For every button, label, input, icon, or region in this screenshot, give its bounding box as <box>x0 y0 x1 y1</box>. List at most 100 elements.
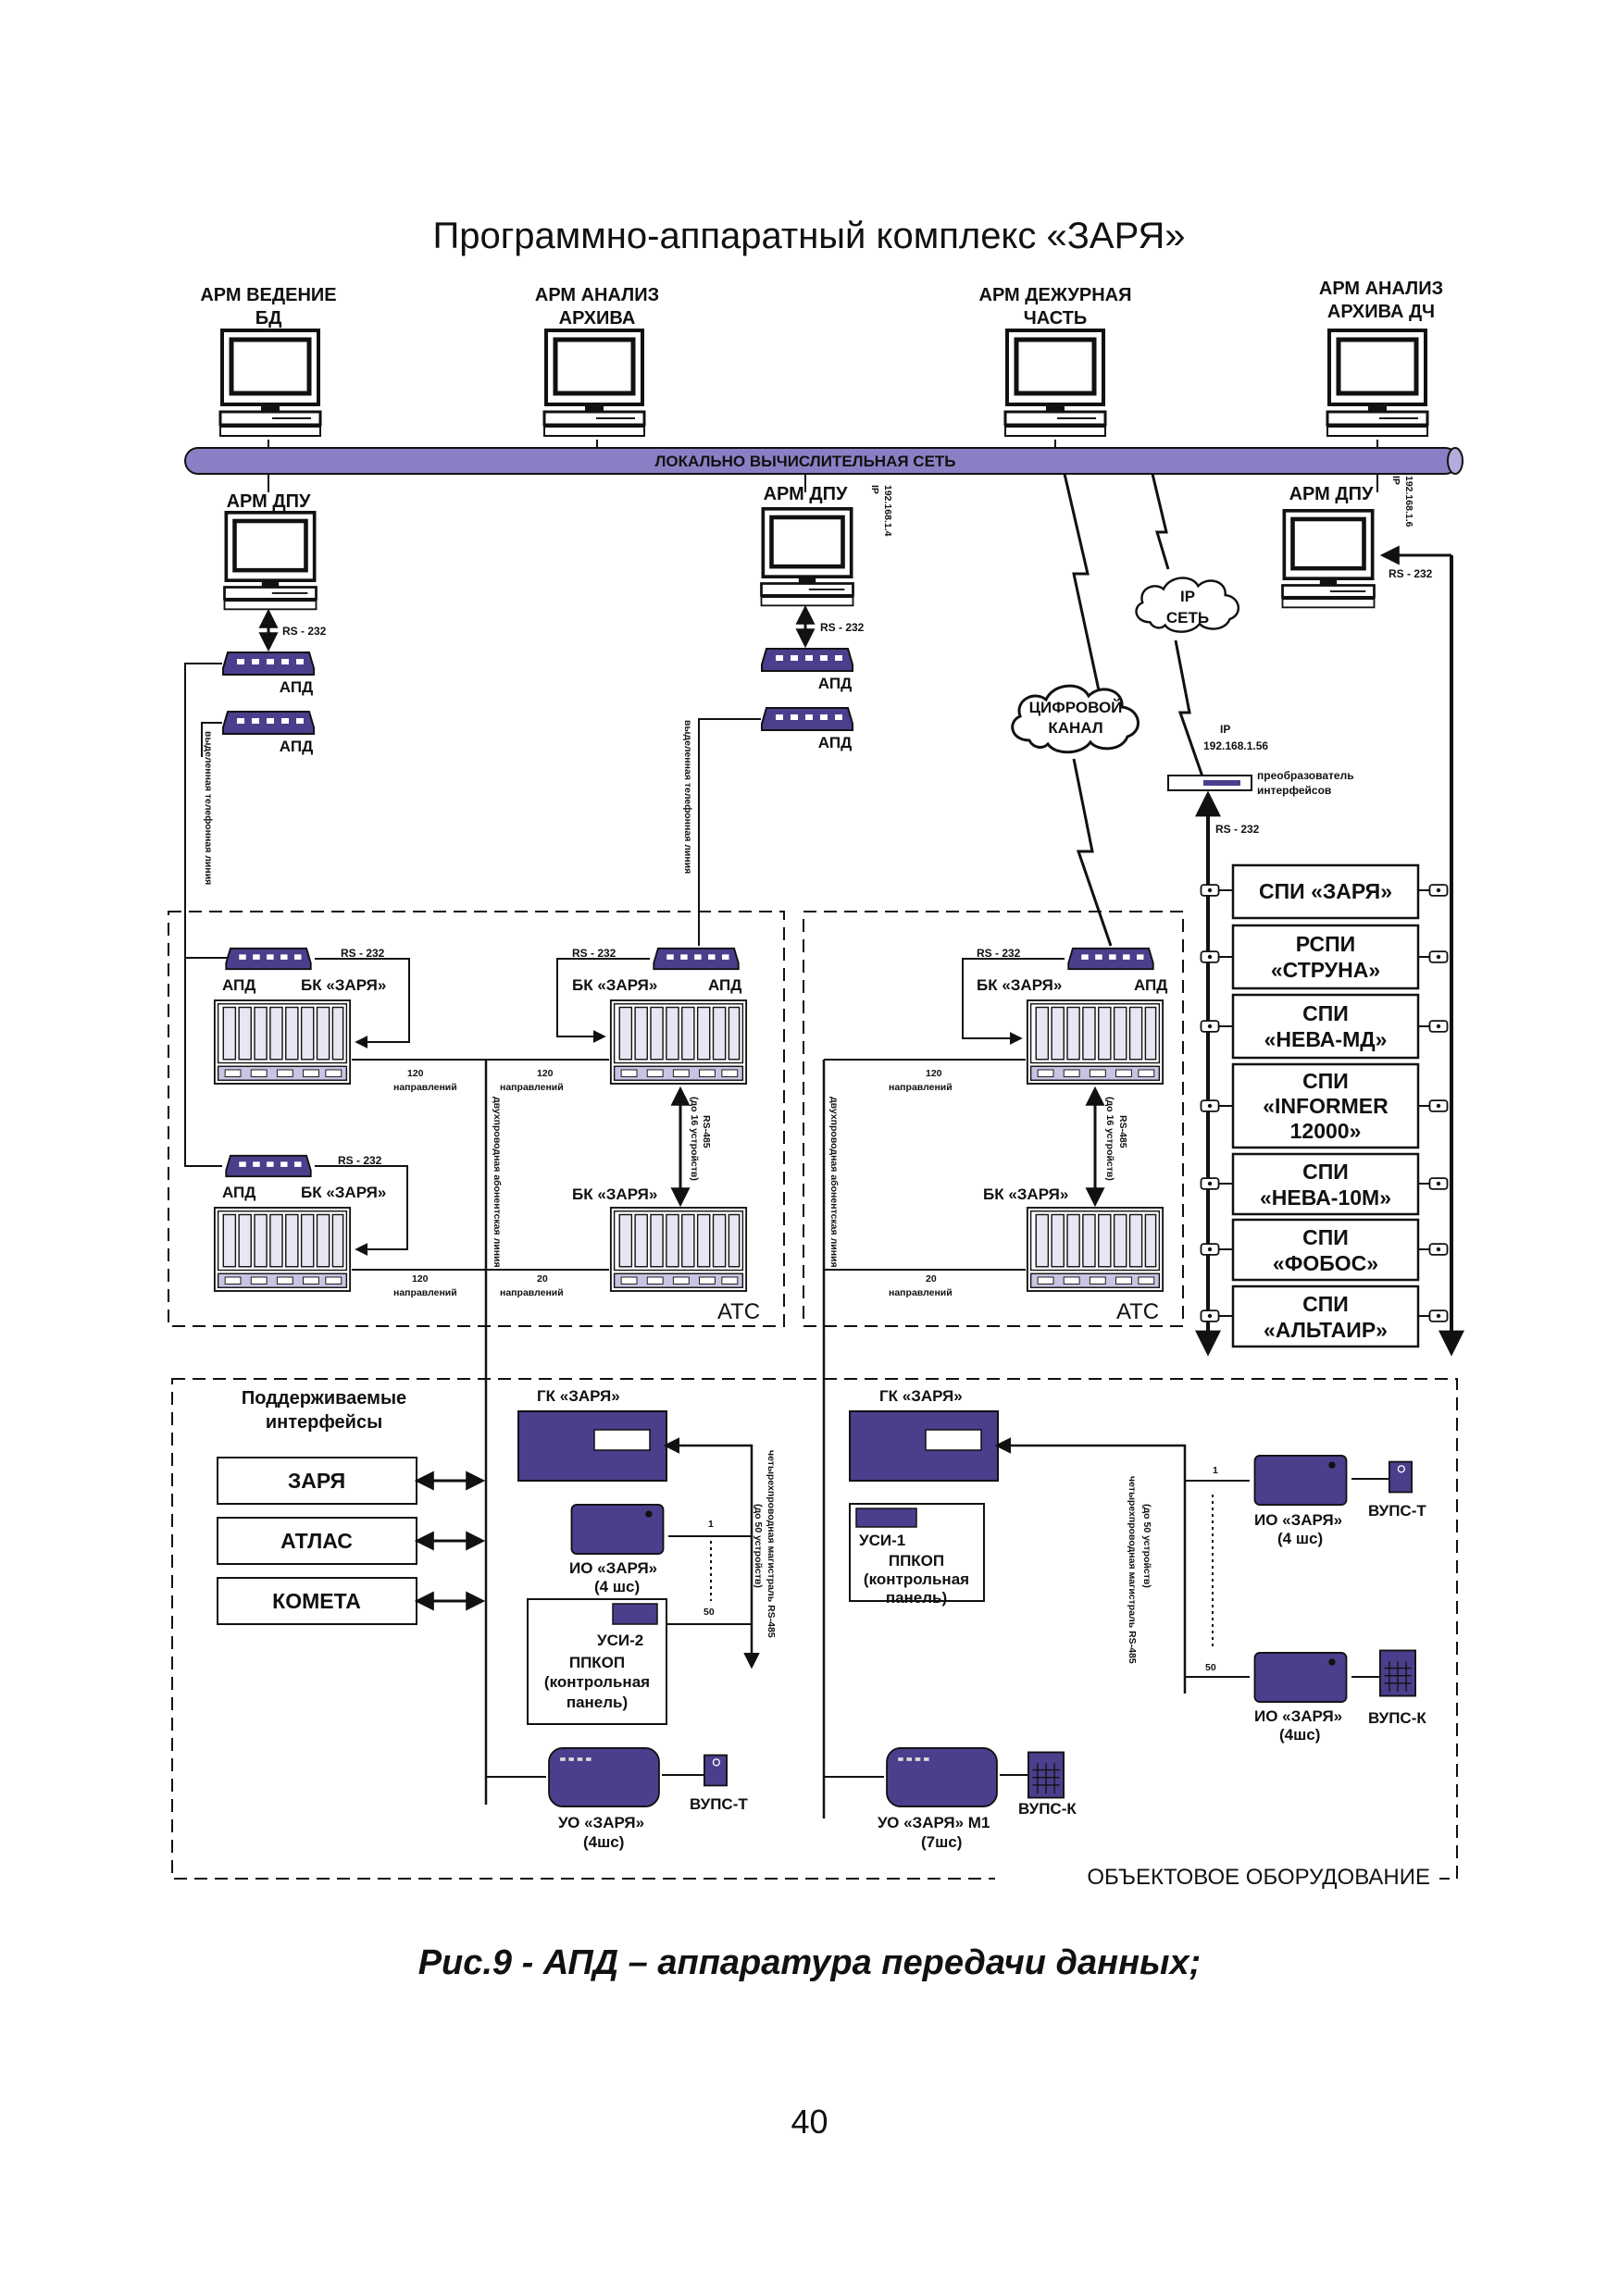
svg-text:СПИ: СПИ <box>1302 1292 1349 1316</box>
svg-text:(4шс): (4шс) <box>583 1833 624 1851</box>
svg-text:КОМЕТА: КОМЕТА <box>272 1589 361 1613</box>
svg-text:(4шс): (4шс) <box>1279 1726 1320 1744</box>
svg-text:АПД: АПД <box>818 675 852 692</box>
ip-network: IP СЕТЬ <box>1135 473 1240 780</box>
svg-text:направлений: направлений <box>393 1287 457 1298</box>
svg-text:RS - 232: RS - 232 <box>572 947 616 960</box>
svg-text:УО «ЗАРЯ» М1: УО «ЗАРЯ» М1 <box>878 1814 990 1831</box>
svg-text:192.168.1.56: 192.168.1.56 <box>1203 739 1268 752</box>
bk-zarya-icon <box>213 999 352 1085</box>
svg-text:АТЛАС: АТЛАС <box>280 1529 353 1553</box>
system-spi-altair: СПИ «АЛЬТАИР» <box>1200 1285 1449 1348</box>
connector-icon <box>1428 950 1449 963</box>
connector-icon <box>1200 1020 1220 1033</box>
connector-icon <box>1428 884 1449 897</box>
connector-icon <box>1428 1020 1449 1033</box>
system-spi-informer: СПИ «INFORMER 12000» <box>1200 1062 1449 1149</box>
svg-text:RS - 232: RS - 232 <box>341 947 385 960</box>
connector-icon <box>1200 1099 1220 1112</box>
svg-text:направлений: направлений <box>889 1082 953 1093</box>
connector-icon <box>1428 1099 1449 1112</box>
svg-text:RS - 232: RS - 232 <box>977 947 1021 960</box>
svg-text:ВУПС-К: ВУПС-К <box>1368 1709 1426 1727</box>
arm-archive-workstation: АРМ АНАЛИЗ АРХИВА <box>535 285 659 436</box>
interface-atlas: АТЛАС <box>217 1517 486 1565</box>
svg-text:(до 16 устройств): (до 16 устройств) <box>689 1097 700 1181</box>
bk-zarya-icon <box>609 999 748 1085</box>
arm-dpu-1: АРМ ДПУ <box>225 491 317 609</box>
svg-text:ВУПС-К: ВУПС-К <box>1018 1800 1077 1818</box>
system-spi-neva-md: СПИ «НЕВА-МД» <box>1200 993 1449 1060</box>
svg-text:АПД: АПД <box>818 734 852 751</box>
left-apd-group: RS - 232 АПД АПД выделенная телефонная л… <box>184 608 327 1167</box>
svg-text:АТС: АТС <box>717 1299 760 1324</box>
system-rspi-struna: РСПИ «СТРУНА» <box>1200 924 1449 990</box>
computer-icon <box>1005 330 1105 436</box>
svg-text:Поддерживаемые: Поддерживаемые <box>242 1388 406 1409</box>
vups-k-icon <box>1379 1649 1416 1697</box>
svg-text:IP: IP <box>869 485 880 494</box>
svg-text:АРМ АНАЛИЗ: АРМ АНАЛИЗ <box>535 285 659 305</box>
uo-zarya-device-icon <box>548 1747 660 1807</box>
svg-text:RS - 232: RS - 232 <box>338 1154 382 1167</box>
svg-text:АТС: АТС <box>1116 1299 1159 1324</box>
connector-icon <box>1200 950 1220 963</box>
svg-text:СПИ: СПИ <box>1302 1069 1349 1093</box>
svg-text:направлений: направлений <box>889 1287 953 1298</box>
bk-zarya-icon <box>609 1207 748 1292</box>
svg-text:ЛОКАЛЬНО ВЫЧИСЛИТЕЛЬНАЯ СЕТЬ: ЛОКАЛЬНО ВЫЧИСЛИТЕЛЬНАЯ СЕТЬ <box>654 453 955 470</box>
svg-text:ИО «ЗАРЯ»: ИО «ЗАРЯ» <box>1254 1707 1342 1725</box>
arm-dpu-3: АРМ ДПУ IP 192.168.1.6 RS - 232 <box>1283 476 1433 607</box>
svg-text:четырехпроводная магистраль RS: четырехпроводная магистраль RS-485 <box>1127 1476 1138 1664</box>
arm-archive-dch-workstation: АРМ АНАЛИЗ АРХИВА ДЧ <box>1319 279 1443 436</box>
svg-text:УСИ-1: УСИ-1 <box>859 1532 905 1549</box>
svg-text:120: 120 <box>537 1068 554 1079</box>
svg-text:АПД: АПД <box>280 678 313 696</box>
svg-text:АРМ АНАЛИЗ: АРМ АНАЛИЗ <box>1319 279 1443 299</box>
svg-text:192.168.1.6: 192.168.1.6 <box>1403 476 1414 527</box>
svg-text:(7шс): (7шс) <box>921 1833 962 1851</box>
svg-text:1: 1 <box>708 1519 714 1530</box>
svg-text:РСПИ: РСПИ <box>1296 932 1355 956</box>
ats-right: АТС RS - 232 БК «ЗАРЯ» АПД 120 направлен… <box>803 911 1184 1818</box>
digital-channel: ЦИФРОВОЙ КАНАЛ <box>1011 473 1140 947</box>
svg-text:АПД: АПД <box>222 1184 255 1201</box>
diagram-title: Программно-аппаратный комплекс «ЗАРЯ» <box>432 216 1185 256</box>
io-zarya-device-icon <box>570 1504 665 1555</box>
svg-text:АРМ ДПУ: АРМ ДПУ <box>227 491 311 512</box>
svg-text:СПИ: СПИ <box>1302 1225 1349 1249</box>
svg-text:ЧАСТЬ: ЧАСТЬ <box>1024 308 1088 329</box>
svg-text:БК «ЗАРЯ»: БК «ЗАРЯ» <box>572 976 657 994</box>
svg-text:СПИ: СПИ <box>1302 1160 1349 1184</box>
apd-modem-icon <box>653 947 740 971</box>
svg-text:выделенная телефонная линия: выделенная телефонная линия <box>203 731 214 885</box>
svg-text:АРМ ДЕЖУРНАЯ: АРМ ДЕЖУРНАЯ <box>979 285 1132 305</box>
svg-text:направлений: направлений <box>500 1082 564 1093</box>
arm-dpu-2: АРМ ДПУ IP 192.168.1.4 <box>762 484 893 606</box>
svg-text:ППКОП: ППКОП <box>889 1552 944 1570</box>
apd-modem-icon <box>222 711 315 735</box>
svg-text:120: 120 <box>407 1068 424 1079</box>
svg-text:20: 20 <box>926 1273 937 1285</box>
svg-text:БК «ЗАРЯ»: БК «ЗАРЯ» <box>301 976 386 994</box>
system-spi-neva-10m: СПИ «НЕВА-10М» <box>1200 1152 1449 1216</box>
svg-text:панель): панель) <box>886 1589 947 1607</box>
svg-text:интерфейсов: интерфейсов <box>1257 784 1331 797</box>
svg-text:БК «ЗАРЯ»: БК «ЗАРЯ» <box>301 1184 386 1201</box>
connector-icon <box>1200 1309 1220 1322</box>
middle-apd-group: RS - 232 АПД АПД выделенная телефонная л… <box>682 604 865 925</box>
svg-text:четырехпроводная магистраль RS: четырехпроводная магистраль RS-485 <box>766 1450 777 1638</box>
system-spi-zarya: СПИ «ЗАРЯ» <box>1200 863 1449 920</box>
computer-icon <box>1327 330 1427 436</box>
arm-duty-workstation: АРМ ДЕЖУРНАЯ ЧАСТЬ <box>979 285 1132 436</box>
svg-text:RS-485: RS-485 <box>701 1115 712 1148</box>
computer-icon <box>225 513 317 610</box>
apd-modem-icon <box>225 1154 312 1178</box>
computer-icon <box>762 509 853 606</box>
svg-text:RS - 232: RS - 232 <box>1389 567 1433 580</box>
svg-text:двухпроводная абонентская лини: двухпроводная абонентская линия <box>828 1097 840 1268</box>
svg-text:БК «ЗАРЯ»: БК «ЗАРЯ» <box>983 1185 1068 1203</box>
svg-text:(до 50 устройств): (до 50 устройств) <box>1141 1504 1152 1588</box>
bk-zarya-icon <box>1026 999 1164 1085</box>
lan-bus: ЛОКАЛЬНО ВЫЧИСЛИТЕЛЬНАЯ СЕТЬ <box>184 440 1463 492</box>
